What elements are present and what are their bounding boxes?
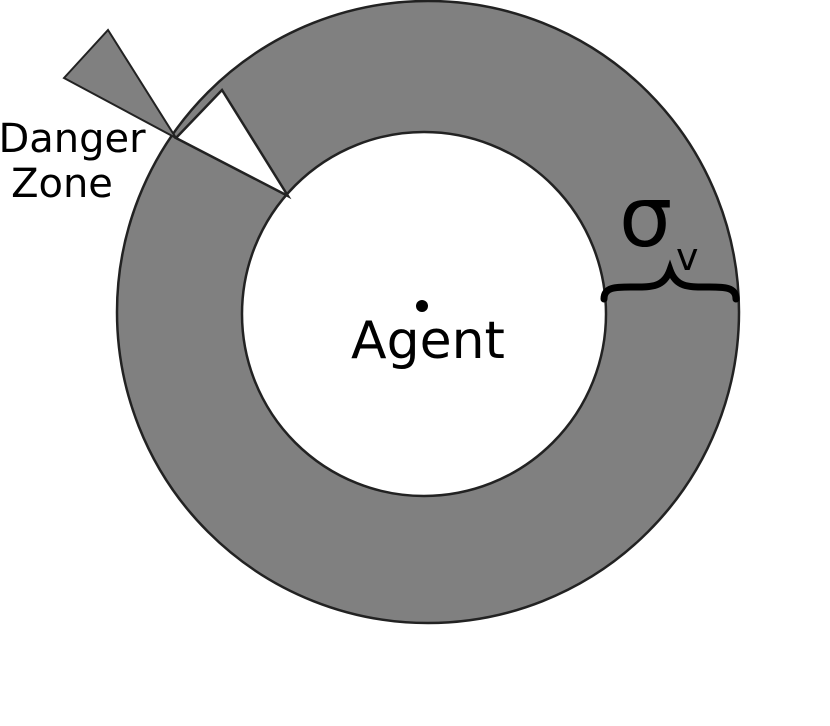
sigma-brace <box>600 259 740 303</box>
agent-dot <box>416 300 428 312</box>
sigma-subscript: v <box>676 235 699 279</box>
danger-zone-gap <box>173 87 292 200</box>
sigma-label: σ <box>619 168 672 266</box>
agent-label: Agent <box>351 311 505 371</box>
danger-zone-label-line1: Danger <box>0 116 146 162</box>
danger-zone-label-line2: Zone <box>11 161 113 207</box>
inner-circle <box>240 130 608 498</box>
danger-zone-wedge <box>62 28 179 141</box>
